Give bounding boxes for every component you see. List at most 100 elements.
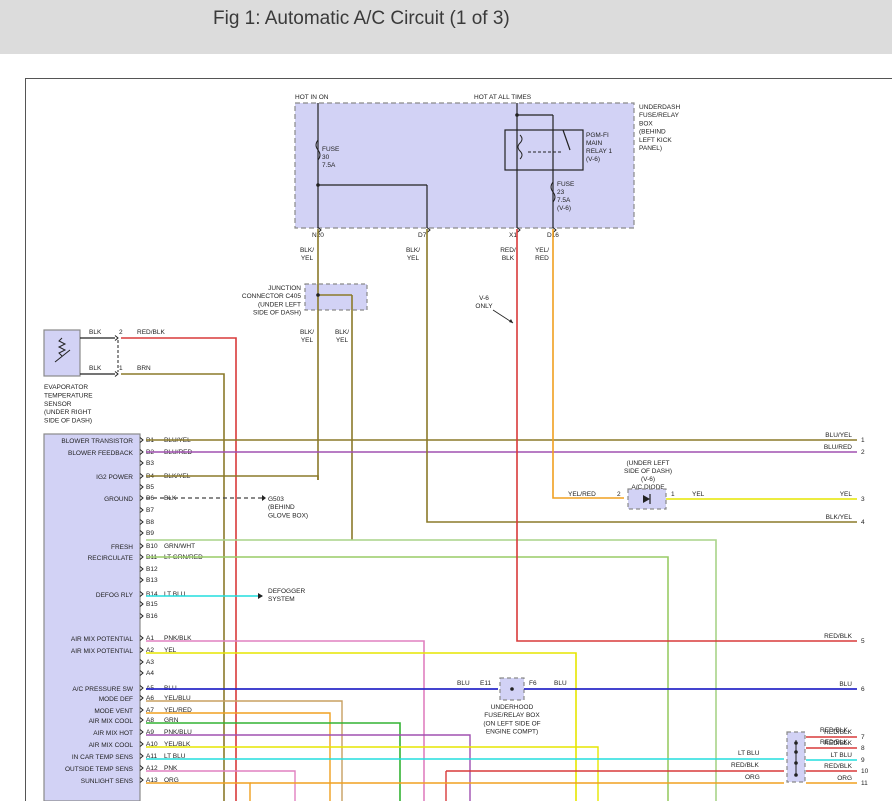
underhood-pin-right: F6	[529, 680, 537, 687]
relay-coil	[517, 134, 523, 160]
fusebox-label: PANEL)	[639, 145, 662, 152]
fuse23-label: 7.5A	[557, 197, 571, 204]
module-pin: B10	[146, 543, 158, 550]
fusebox-label: (BEHIND	[639, 129, 666, 136]
junction-connector-c405	[304, 283, 368, 311]
connector-mark	[139, 460, 144, 466]
connector-mark	[139, 647, 144, 653]
connector-mark	[139, 707, 144, 713]
diode-label: (V-6)	[641, 476, 655, 483]
pnk-wire	[146, 770, 296, 801]
v6-leader	[492, 309, 514, 324]
right-wire-label: BLK/YEL	[826, 514, 853, 521]
junction-dot	[515, 113, 519, 117]
evap-pin2-out: RED/BLK	[137, 329, 165, 336]
module-wire-label: ORG	[164, 777, 179, 784]
fuse30-label: FUSE	[322, 146, 340, 153]
pnk-blu-wire	[146, 734, 471, 801]
evap-pin2: 2	[119, 329, 123, 336]
diode-pin-in: 2	[617, 491, 621, 498]
module-pin: B14	[146, 591, 158, 598]
fusebox-label: LEFT KICK	[639, 137, 672, 144]
module-pin: A3	[146, 659, 154, 666]
relay-label: MAIN	[586, 140, 603, 147]
connector-mark	[139, 591, 144, 597]
br-in-label: LT BLU	[738, 750, 760, 757]
module-pin: A6	[146, 695, 154, 702]
right-wire-label: YEL	[840, 491, 853, 498]
connector-mark	[139, 484, 144, 490]
connector-mark	[139, 495, 144, 501]
module-pin: A7	[146, 707, 154, 714]
connector-mark	[139, 765, 144, 771]
module-wire-label: YEL	[164, 647, 177, 654]
right-wire-label: RED/BLK	[824, 763, 852, 770]
right-wire-label: RED/BLK	[824, 729, 852, 736]
right-wire-label: BLU/RED	[824, 444, 852, 451]
underhood-left-wire: BLU	[457, 680, 470, 687]
connector-mark	[139, 566, 144, 572]
right-wire-number: 2	[861, 449, 865, 456]
module-row-label: OUTSIDE TEMP SENS	[65, 766, 134, 773]
connector-mark	[139, 659, 144, 665]
figure-title: Fig 1: Automatic A/C Circuit (1 of 3)	[213, 8, 510, 29]
module-row-label: MODE VENT	[94, 708, 133, 715]
diode-in-wire: YEL/RED	[568, 491, 596, 498]
evap-pin2-wire: BLK	[89, 329, 102, 336]
module-wire-label: LT BLU	[164, 591, 186, 598]
module-row-label: A/C PRESSURE SW	[72, 686, 134, 693]
pnk-blk-wire	[146, 640, 425, 801]
right-wire-number: 6	[861, 686, 865, 693]
junction-dot	[316, 183, 320, 187]
evap-label: SENSOR	[44, 401, 72, 408]
junction-wire-b: YEL	[336, 337, 349, 344]
diode-symbol	[643, 495, 650, 503]
v6-only-label: ONLY	[475, 303, 493, 310]
evap-label: (UNDER RIGHT	[44, 409, 91, 416]
fuse30-symbol	[315, 139, 321, 161]
junction-dot	[510, 687, 514, 691]
connector-mark	[139, 473, 144, 479]
connector-mark	[139, 577, 144, 583]
diagram-frame	[25, 78, 892, 801]
right-wire-label: RED/BLK	[824, 633, 852, 640]
connector-mark	[139, 601, 144, 607]
connector-mark	[139, 777, 144, 783]
underhood-right-wire: BLU	[554, 680, 567, 687]
diode-label: A/C DIODE	[631, 484, 665, 491]
brn-wire	[121, 373, 225, 801]
evaporator-temperature-sensor	[43, 329, 81, 377]
pin-label: D7	[418, 232, 427, 239]
junction-label: SIDE OF DASH)	[253, 310, 301, 317]
connector-mark	[139, 554, 144, 560]
junction-label: (UNDER LEFT	[258, 301, 301, 308]
connector-mark	[139, 685, 144, 691]
module-pin: B6	[146, 495, 154, 502]
fuse23-label: (V-6)	[557, 205, 571, 212]
module-row-label: RECIRCULATE	[88, 555, 134, 562]
module-row-label: BLOWER FEEDBACK	[68, 450, 134, 457]
right-wire-number: 5	[861, 638, 865, 645]
diode-label: SIDE OF DASH)	[624, 468, 672, 475]
module-pin: B13	[146, 577, 158, 584]
right-wire-label: BLU/YEL	[825, 432, 852, 439]
connector-mark	[139, 519, 144, 525]
connector-mark	[139, 449, 144, 455]
yel-blk-wire	[146, 746, 599, 801]
grn-wht-wire	[146, 539, 717, 801]
wire-color-label: RED	[535, 255, 549, 262]
relay-label: PGM-FI	[586, 132, 609, 139]
connector-mark	[114, 371, 119, 377]
module-wire-label: PNK/BLK	[164, 635, 192, 642]
g503-label: (BEHIND	[268, 504, 295, 511]
wire-color-label: BLK/	[300, 247, 314, 254]
br-in-label: RED/BLK	[731, 762, 759, 769]
right-wire-number: 8	[861, 745, 865, 752]
org-wire	[146, 782, 251, 801]
connector-mark	[139, 670, 144, 676]
junction-wire-b: BLK/	[335, 329, 349, 336]
yel-blu-wire	[146, 700, 343, 801]
top-connector	[317, 227, 322, 233]
g503-label: G503	[268, 496, 284, 503]
